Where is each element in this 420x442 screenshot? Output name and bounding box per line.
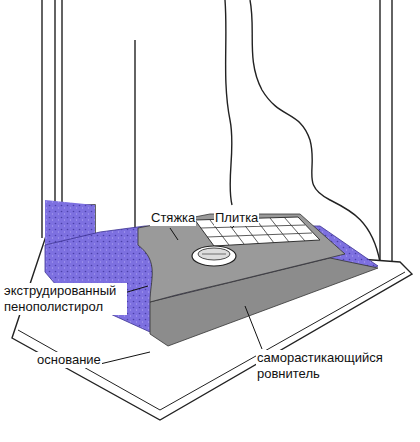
callout-label: саморастикающийся ровнитель: [256, 350, 398, 382]
callout-label: основание: [36, 352, 102, 368]
callout-label: Стяжка: [150, 210, 196, 226]
walls: [42, 0, 392, 266]
drain: [192, 246, 236, 266]
callout-label: экструдированный пенополистирол: [3, 283, 127, 315]
screed-layer: [138, 214, 345, 302]
callout-label: Плитка: [214, 210, 259, 226]
